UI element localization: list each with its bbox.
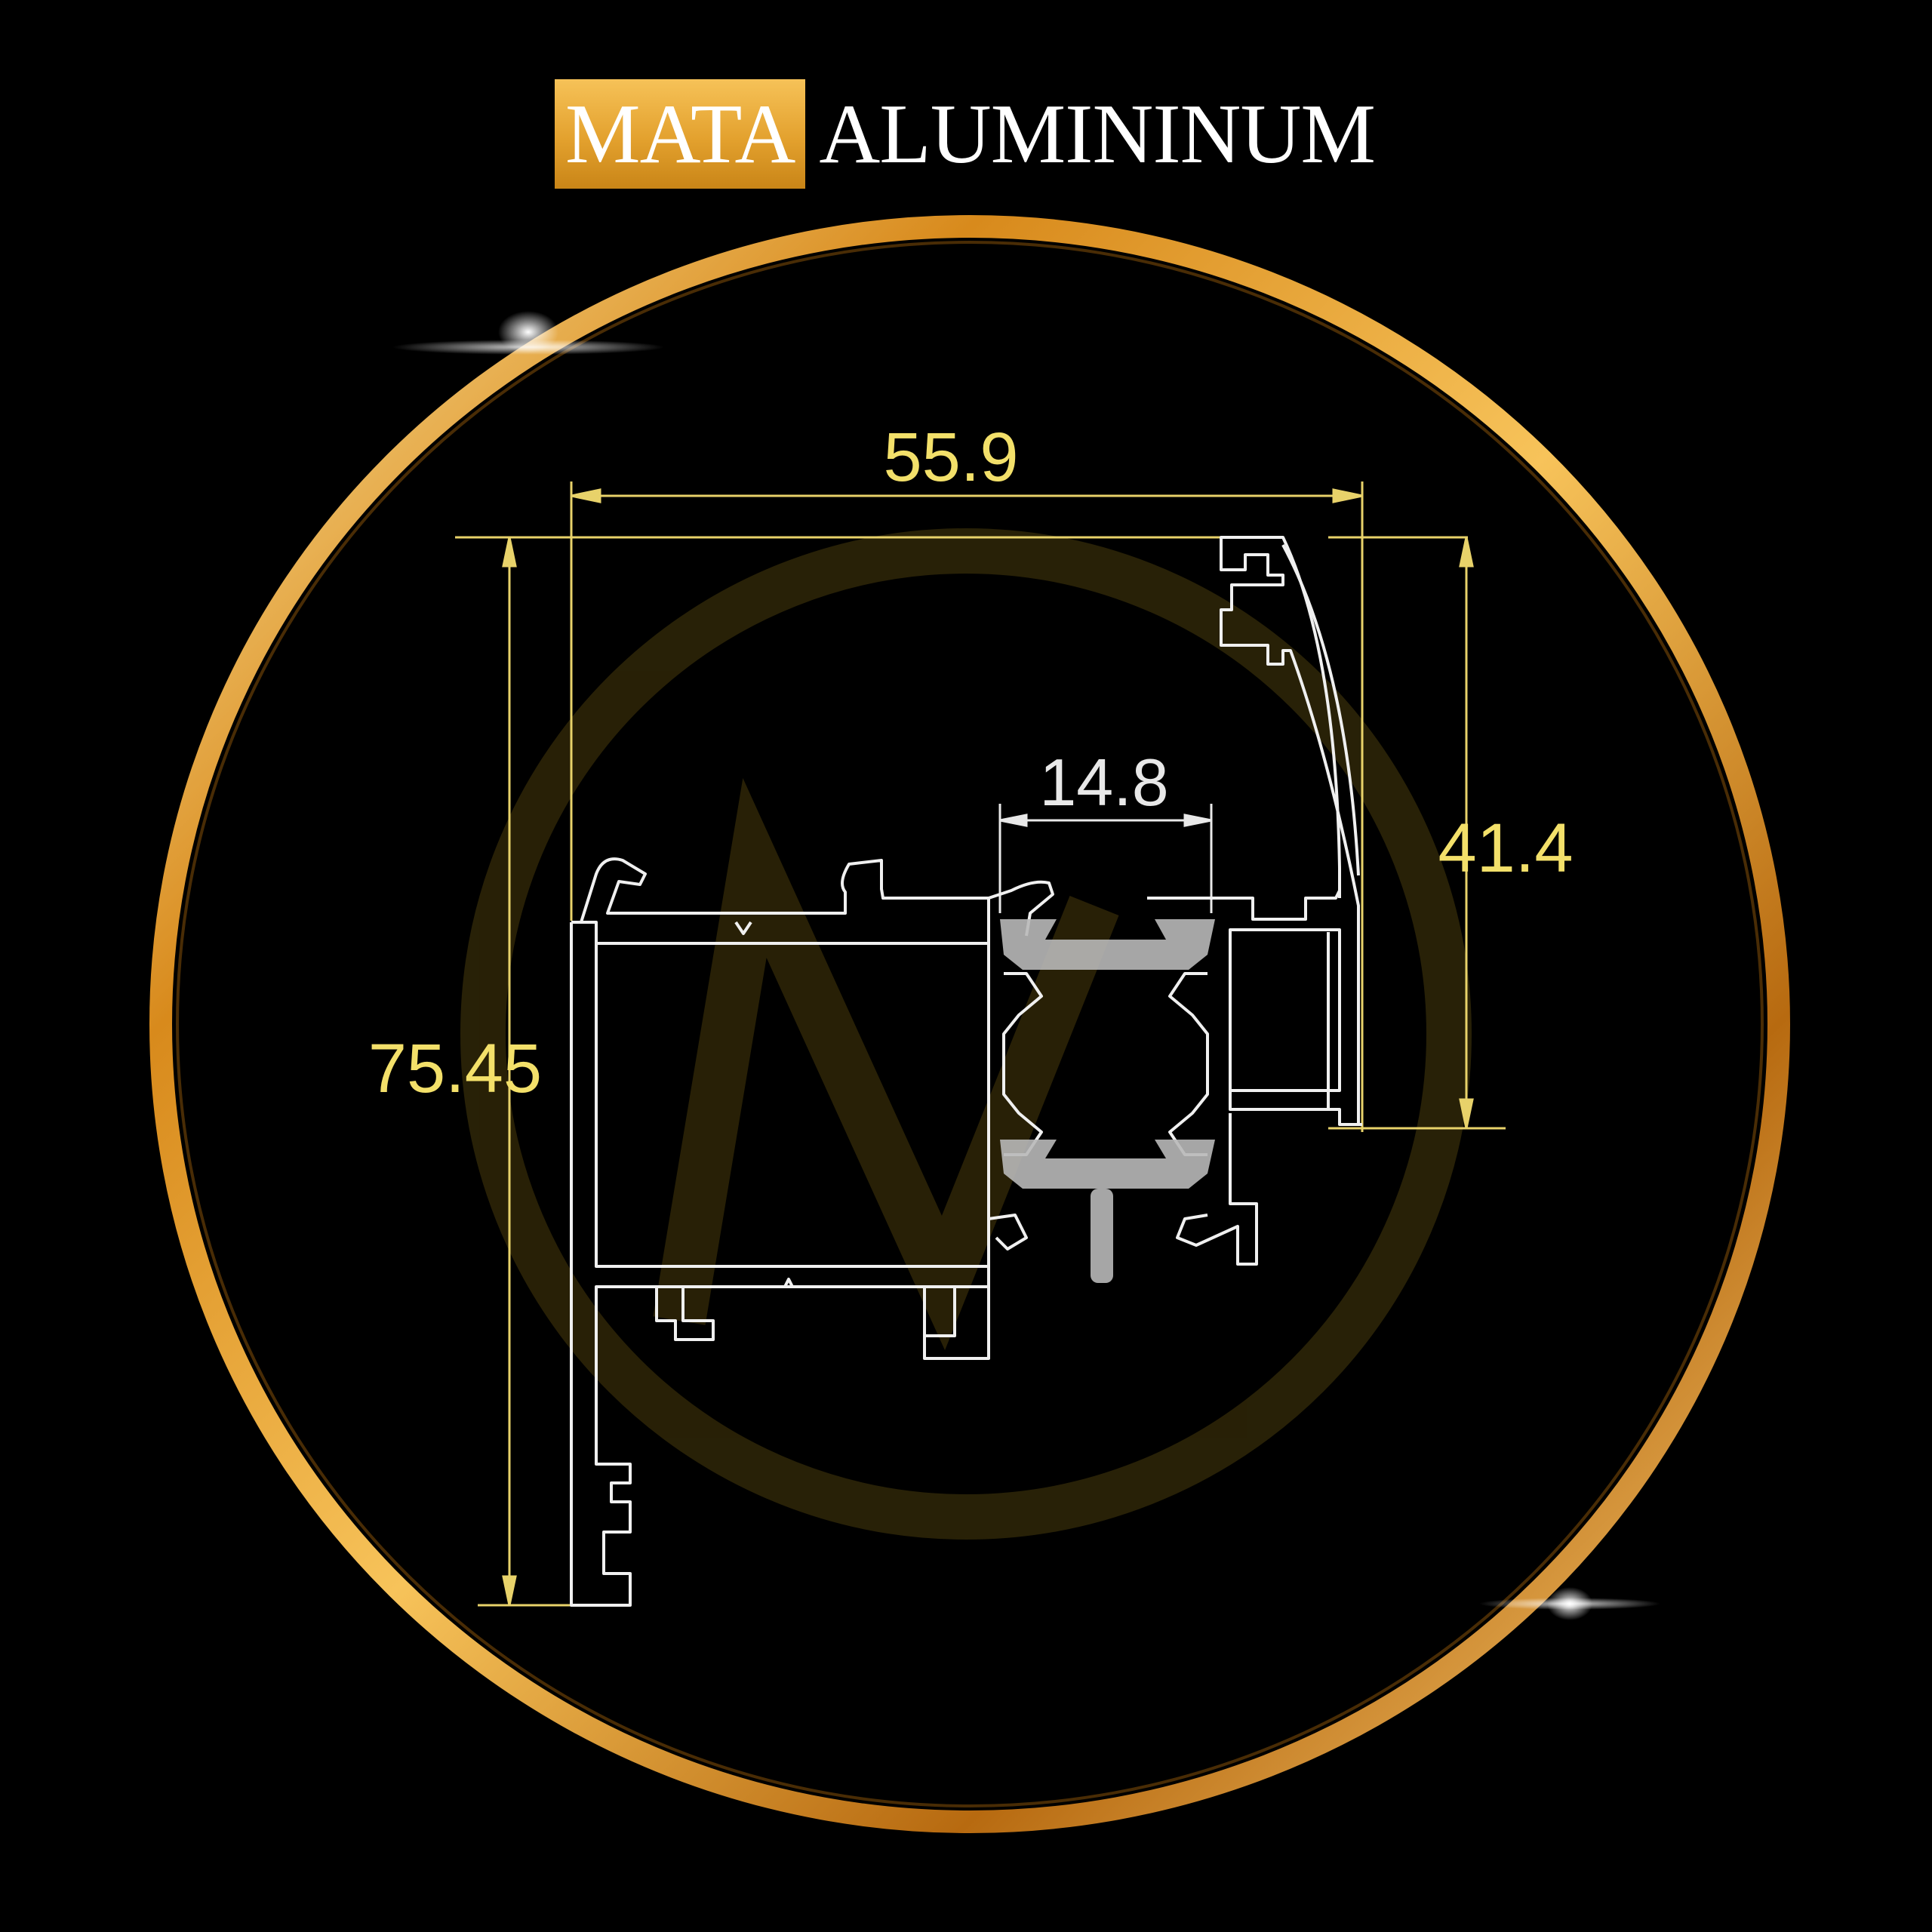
sparkle-bottom-right	[1479, 1587, 1660, 1620]
inner-dimension	[998, 804, 1213, 913]
inner-width-dimension-label: 14.8	[1039, 745, 1168, 820]
dimension-lines	[455, 481, 1506, 1607]
height-dimension-label: 75.45	[368, 1030, 542, 1107]
brand-highlight-text: MATA	[565, 87, 795, 181]
brand-header: MATA ALUMININUM	[555, 79, 1376, 189]
watermark-logo	[460, 528, 1472, 1540]
sparkle-top-left	[392, 311, 664, 355]
right-height-dimension-label: 41.4	[1438, 810, 1573, 887]
brand-text: ALUMININUM	[819, 87, 1376, 181]
width-dimension-label: 55.9	[883, 419, 1018, 496]
brand-highlight-box: MATA	[555, 79, 806, 189]
thermal-break	[1000, 919, 1215, 1283]
gold-ring	[149, 215, 1790, 1833]
